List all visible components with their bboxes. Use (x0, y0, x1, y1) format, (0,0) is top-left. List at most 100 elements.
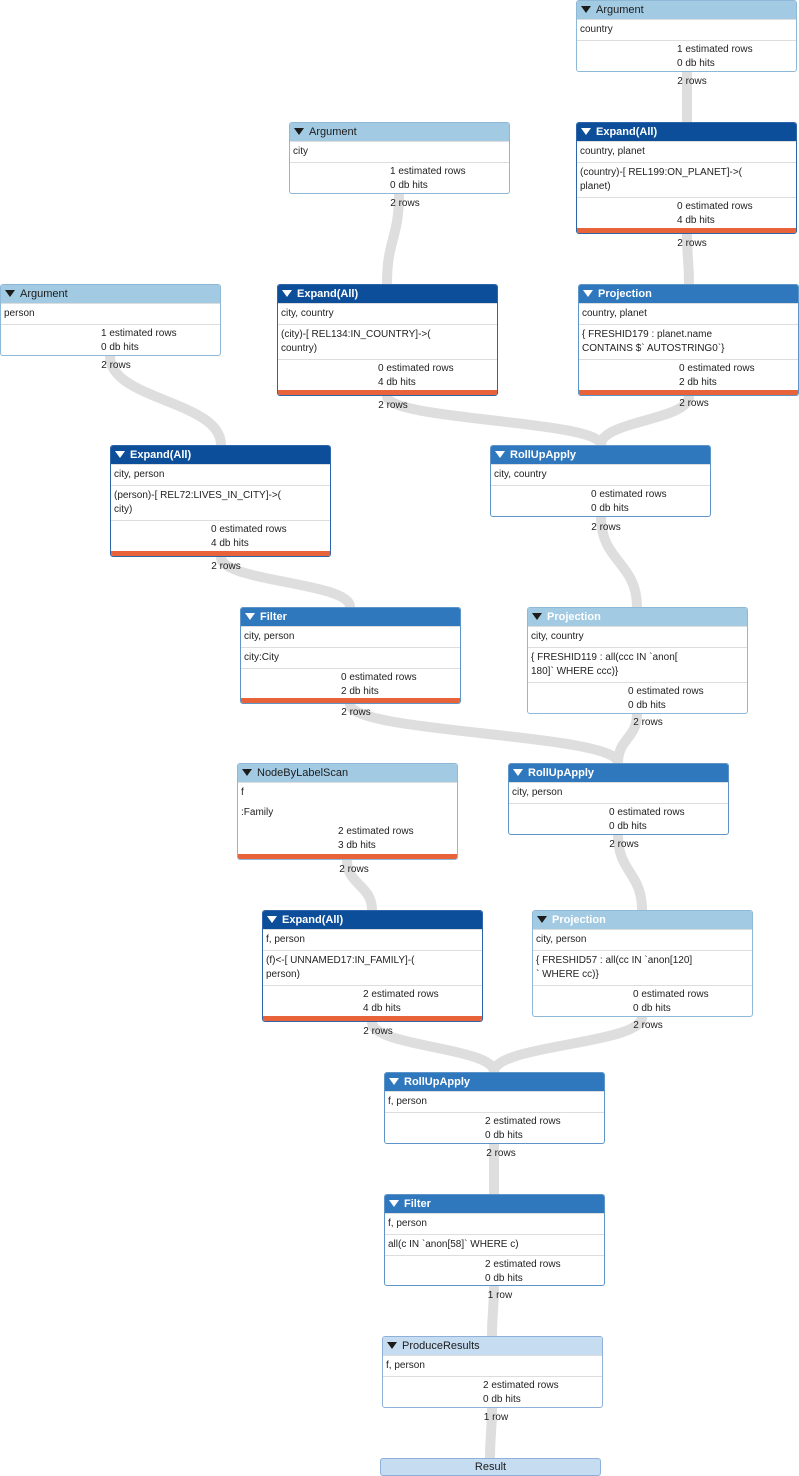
db-hits-bar (263, 1016, 482, 1021)
triangle-down-icon[interactable] (583, 290, 593, 297)
operator-details: (f)<-[ UNNAMED17:IN_FAMILY]-( person) (263, 950, 482, 985)
db-hits: 0 db hits (390, 180, 428, 191)
operator-variables: person (1, 303, 220, 324)
edge (367, 1020, 499, 1074)
operator-header[interactable]: Expand(All) (278, 285, 497, 303)
rows-label: 2 rows (339, 864, 369, 875)
edge (613, 834, 647, 911)
db-hits: 0 db hits (677, 58, 715, 69)
triangle-down-icon[interactable] (5, 290, 15, 297)
operator-title: Expand(All) (282, 914, 344, 926)
operator-header[interactable]: Projection (579, 285, 798, 303)
rows-label: 2 rows (633, 1020, 663, 1031)
triangle-down-icon[interactable] (115, 451, 125, 458)
rows-label: 2 rows (679, 398, 709, 409)
operator-header[interactable]: RollUpApply (509, 764, 728, 782)
triangle-down-icon[interactable] (294, 128, 304, 135)
operator-expand-country-planet[interactable]: Expand(All) country, planet (country)-[ … (576, 122, 797, 234)
operator-title: Expand(All) (596, 126, 658, 138)
operator-details: (person)-[ REL72:LIVES_IN_CITY]->( city) (111, 485, 330, 520)
operator-details: (city)-[ REL134:IN_COUNTRY]->( country) (278, 324, 497, 359)
operator-header[interactable]: Expand(All) (263, 911, 482, 929)
triangle-down-icon[interactable] (282, 290, 292, 297)
operator-filter-f-person[interactable]: Filter f, person all(c IN `anon[58]` WHE… (384, 1194, 605, 1286)
operator-title: Projection (547, 611, 601, 623)
operator-details: { FRESHID179 : planet.name CONTAINS $` A… (579, 324, 798, 359)
operator-expand-city-country[interactable]: Expand(All) city, country (city)-[ REL13… (277, 284, 498, 396)
rows-label: 2 rows (390, 198, 420, 209)
db-hits: 0 db hits (628, 700, 666, 711)
edge (382, 393, 606, 448)
operator-header[interactable]: Expand(All) (111, 446, 330, 464)
triangle-down-icon[interactable] (581, 128, 591, 135)
db-hits: 4 db hits (378, 377, 416, 388)
triangle-down-icon[interactable] (513, 769, 523, 776)
operator-variables: country, planet (577, 141, 796, 162)
operator-details: city:City (241, 647, 460, 668)
db-hits: 0 db hits (483, 1394, 521, 1405)
edge (596, 394, 694, 447)
operator-expand-f-person[interactable]: Expand(All) f, person (f)<-[ UNNAMED17:I… (262, 910, 483, 1022)
estimated-rows: 0 estimated rows (633, 989, 709, 1000)
operator-header[interactable]: Argument (577, 1, 796, 19)
operator-variables: f, person (385, 1091, 604, 1112)
triangle-down-icon[interactable] (389, 1078, 399, 1085)
db-hits: 4 db hits (363, 1003, 401, 1014)
operator-rollup-city-country[interactable]: RollUpApply city, country 0 estimated ro… (490, 445, 711, 517)
estimated-rows: 0 estimated rows (211, 524, 287, 535)
operator-header[interactable]: Projection (533, 911, 752, 929)
operator-header[interactable]: ProduceResults (383, 1337, 602, 1355)
rows-label: 1 row (483, 1412, 509, 1423)
operator-projection-city-country[interactable]: Projection city, country { FRESHID119 : … (527, 607, 748, 714)
operator-expand-city-person[interactable]: Expand(All) city, person (person)-[ REL7… (110, 445, 331, 557)
triangle-down-icon[interactable] (387, 1342, 397, 1349)
operator-header[interactable]: RollUpApply (385, 1073, 604, 1091)
estimated-rows: 0 estimated rows (679, 363, 755, 374)
edge (682, 233, 694, 285)
triangle-down-icon[interactable] (267, 916, 277, 923)
operator-header[interactable]: Argument (1, 285, 220, 303)
operator-variables: country (577, 19, 796, 40)
db-hits: 0 db hits (633, 1003, 671, 1014)
estimated-rows: 2 estimated rows (485, 1116, 561, 1127)
result-node[interactable]: Result (380, 1458, 601, 1476)
triangle-down-icon[interactable] (245, 613, 255, 620)
triangle-down-icon[interactable] (242, 769, 252, 776)
db-hits: 3 db hits (338, 840, 376, 851)
operator-header[interactable]: Filter (241, 608, 460, 626)
operator-rollup-city-person[interactable]: RollUpApply city, person 0 estimated row… (508, 763, 729, 835)
db-hits-bar (577, 228, 796, 233)
operator-nodebylabelscan-f[interactable]: NodeByLabelScan f :Family 2 estimated ro… (237, 763, 458, 860)
operator-projection-city-person[interactable]: Projection city, person { FRESHID57 : al… (532, 910, 753, 1017)
edge (485, 1407, 497, 1459)
operator-projection-country-planet[interactable]: Projection country, planet { FRESHID179 … (578, 284, 799, 396)
triangle-down-icon[interactable] (537, 916, 547, 923)
triangle-down-icon[interactable] (581, 6, 591, 13)
operator-header[interactable]: Argument (290, 123, 509, 141)
edge (487, 1285, 499, 1337)
triangle-down-icon[interactable] (532, 613, 542, 620)
operator-filter-city-person[interactable]: Filter city, person city:City 0 estimate… (240, 607, 461, 704)
operator-title: Filter (404, 1198, 431, 1210)
operator-title: ProduceResults (402, 1340, 480, 1352)
operator-title: RollUpApply (404, 1076, 470, 1088)
operator-header[interactable]: Expand(All) (577, 123, 796, 141)
rows-label: 2 rows (363, 1026, 393, 1037)
estimated-rows: 0 estimated rows (341, 672, 417, 683)
rows-label: 1 row (487, 1290, 513, 1301)
operator-variables: city, person (241, 626, 460, 647)
triangle-down-icon[interactable] (389, 1200, 399, 1207)
operator-header[interactable]: NodeByLabelScan (238, 764, 457, 782)
edge (345, 701, 623, 766)
operator-produceresults[interactable]: ProduceResults f, person 2 estimated row… (382, 1336, 603, 1408)
rows-label: 2 rows (677, 76, 707, 87)
triangle-down-icon[interactable] (495, 451, 505, 458)
operator-details: { FRESHID57 : all(cc IN `anon[120] ` WHE… (533, 950, 752, 985)
operator-header[interactable]: Filter (385, 1195, 604, 1213)
operator-header[interactable]: RollUpApply (491, 446, 710, 464)
operator-header[interactable]: Projection (528, 608, 747, 626)
